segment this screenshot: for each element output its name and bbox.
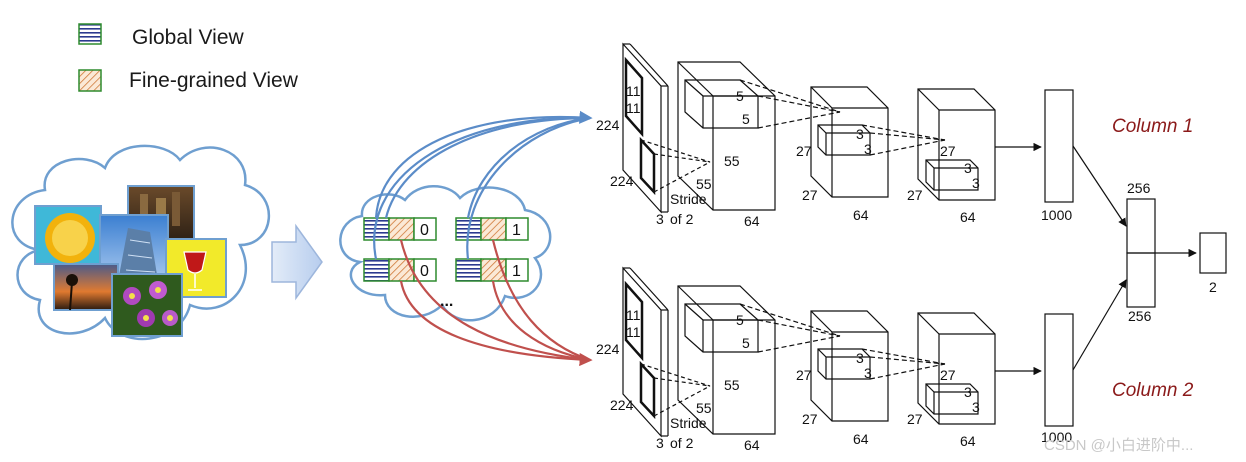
legend: Global View Fine-grained View [78, 23, 299, 92]
merge-head [1072, 145, 1227, 371]
pair-label-1: 0 [420, 222, 429, 239]
fine-view-label: Fine-grained View [129, 69, 299, 92]
c1-stride-label: Stride [670, 191, 707, 207]
merge-bottom-label: 256 [1128, 308, 1152, 324]
c2-conv2-kernel-h: 3 [856, 350, 864, 366]
c2-conv3-kernel-h: 3 [964, 384, 972, 400]
photo-sunset [53, 263, 119, 311]
c2-conv2-kernel-w: 3 [864, 365, 872, 381]
fc-layer-1 [1044, 89, 1074, 203]
c2-conv1-size-h: 55 [724, 377, 740, 393]
c2-conv3-kernel-w: 3 [972, 399, 980, 415]
watermark: CSDN @小白进阶中... [1044, 437, 1193, 454]
c1-conv2-kernel-w: 3 [864, 141, 872, 157]
c1-conv1-depth: 64 [744, 213, 760, 229]
c1-conv1-size-h: 55 [724, 153, 740, 169]
c2-conv2-depth: 64 [853, 431, 869, 447]
c1-conv2-depth: 64 [853, 207, 869, 223]
output-layer [1199, 232, 1227, 274]
c1-conv3-kernel-w: 3 [972, 175, 980, 191]
c1-input-size-h: 224 [596, 117, 620, 133]
view-pair-3: 0 [363, 258, 437, 282]
merge-layer-bottom [1126, 252, 1156, 308]
c1-conv1-kernel-h: 5 [736, 88, 744, 104]
c1-conv2-kernel-h: 3 [856, 126, 864, 142]
conv1-volume-2 [677, 285, 776, 435]
conv3-volume-2 [917, 312, 996, 425]
fc2-to-merge-arrow [1072, 279, 1127, 371]
column-2-title: Column 2 [1112, 380, 1194, 401]
c2-input-size-h: 224 [596, 341, 620, 357]
view-pair-2: 1 [455, 217, 529, 241]
output-label: 2 [1209, 279, 1217, 295]
conv2-volume-1 [810, 86, 889, 198]
fc1-to-merge-arrow [1072, 145, 1127, 227]
fine-view-arrows [399, 239, 593, 367]
column-1-labels: Column 1 11 11 224 224 3 Stride of 2 5 5… [596, 83, 1193, 229]
pair-label-4: 1 [512, 263, 521, 280]
c2-conv3-depth: 64 [960, 433, 976, 449]
c1-conv3-size-w: 27 [907, 187, 923, 203]
c1-conv1-kernel-w: 5 [742, 111, 750, 127]
c1-stride-value: of 2 [670, 211, 694, 227]
c2-conv1-kernel-h: 5 [736, 312, 744, 328]
c2-conv1-size-w: 55 [696, 400, 712, 416]
merge-layer-top [1126, 198, 1156, 254]
view-pair-1: 0 [363, 217, 437, 241]
conv3-kernel-1 [925, 159, 979, 191]
view-pair-cloud: 0 1 0 1 ... [339, 185, 552, 322]
image-cloud [11, 144, 270, 341]
c1-conv2-size-h: 27 [796, 143, 812, 159]
c2-stride-label: Stride [670, 415, 707, 431]
pair-ellipsis: ... [440, 293, 453, 310]
c1-input-kernel-w: 11 [626, 100, 641, 116]
pair-label-3: 0 [420, 263, 429, 280]
conv1-volume-1 [677, 61, 776, 211]
c1-input-depth: 3 [656, 211, 664, 227]
c2-conv1-depth: 64 [744, 437, 760, 453]
pair-label-2: 1 [512, 222, 521, 239]
c2-input-depth: 3 [656, 435, 664, 451]
cnn-column-2 [622, 266, 1074, 438]
merge-top-label: 256 [1127, 180, 1151, 196]
cnn-column-1 [622, 42, 1074, 214]
c2-conv1-kernel-w: 5 [742, 335, 750, 351]
c1-conv1-size-w: 55 [696, 176, 712, 192]
conv3-volume-1 [917, 88, 996, 201]
conv2-volume-2 [810, 310, 889, 422]
c2-conv2-size-h: 27 [796, 367, 812, 383]
c1-conv3-size-h: 27 [940, 143, 956, 159]
c1-input-size-w: 224 [610, 173, 634, 189]
view-pair-4: 1 [455, 258, 529, 282]
c2-input-size-w: 224 [610, 397, 634, 413]
transition-arrow [271, 223, 323, 301]
c2-stride-value: of 2 [670, 435, 694, 451]
global-view-label: Global View [132, 26, 245, 49]
c1-conv3-depth: 64 [960, 209, 976, 225]
c1-input-kernel-h: 11 [626, 83, 641, 99]
column-1-title: Column 1 [1112, 116, 1193, 137]
global-view-arrows [373, 110, 593, 260]
c2-conv3-size-w: 27 [907, 411, 923, 427]
c2-fc-label: 1000 [1041, 429, 1072, 445]
c1-fc-label: 1000 [1041, 207, 1072, 223]
column-2-labels: Column 2 11 11 224 224 3 Stride of 2 5 5… [596, 307, 1194, 453]
global-view-swatch [78, 23, 102, 45]
fc-layer-2 [1044, 313, 1074, 427]
c2-conv2-size-w: 27 [802, 411, 818, 427]
c2-conv3-size-h: 27 [940, 367, 956, 383]
fine-view-swatch [78, 69, 102, 92]
c1-conv3-kernel-h: 3 [964, 160, 972, 176]
c2-input-kernel-h: 11 [626, 307, 641, 323]
c1-conv2-size-w: 27 [802, 187, 818, 203]
c2-input-kernel-w: 11 [626, 324, 641, 340]
conv3-kernel-2 [925, 383, 979, 415]
